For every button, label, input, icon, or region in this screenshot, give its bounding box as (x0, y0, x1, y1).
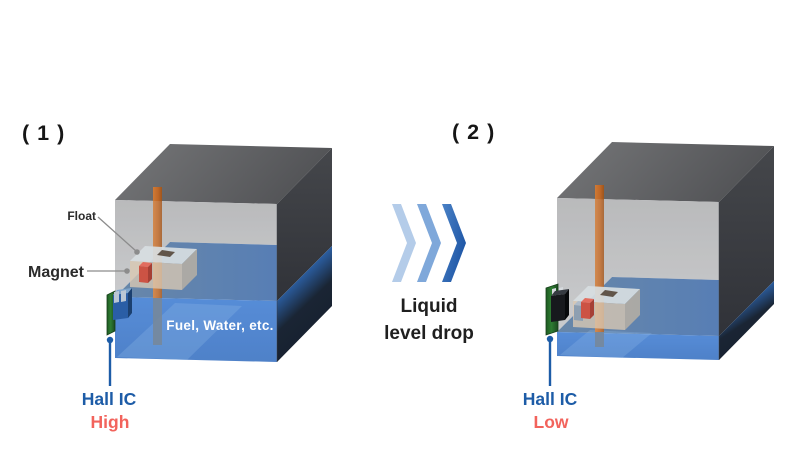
float-leader-dot (134, 249, 140, 255)
guide-rod-1-submerged (153, 298, 162, 345)
hall-ic-chip-2 (551, 294, 565, 322)
liquid-highlight-1 (117, 303, 242, 360)
chevron-1-icon (392, 204, 416, 282)
hall-ic-chip-2-side (565, 289, 569, 320)
hall-ic-sensor-2 (545, 283, 569, 336)
tank-1-right-face-liquid (277, 246, 332, 362)
float-assembly-1 (130, 246, 197, 290)
tank-2-right-face-liquid (719, 281, 774, 360)
float-assembly-2 (573, 286, 640, 330)
float-2-rod-slot (600, 290, 618, 297)
hall-ic-chip-1-side (128, 288, 132, 318)
tank-1: Fuel, Water, etc. (106, 144, 332, 362)
hall-ic-callout-2: Hall IC Low (523, 335, 578, 432)
hall-ic-callout-1: Hall IC High (82, 336, 137, 432)
liquid-label-1: Fuel, Water, etc. (166, 318, 273, 333)
transition-label-line2: level drop (384, 323, 474, 344)
float-label: Float (67, 209, 96, 223)
guide-rod-2-submerged (595, 332, 604, 347)
tank-2-top-face (557, 142, 774, 202)
tank-2-right-face (719, 146, 774, 336)
magnet-leader-dot (124, 268, 130, 274)
magnet-2-side (590, 299, 594, 319)
triple-chevron-right-icon (392, 204, 466, 282)
tank-1-top-face (115, 144, 332, 204)
hall-ic-label-1: Hall IC (82, 389, 137, 409)
hall-ic-1-leader-dot (106, 336, 114, 344)
tank-2 (545, 142, 774, 360)
float-1-rod-slot (157, 250, 175, 257)
panel-2: ( 2 ) (452, 120, 774, 432)
float-leader-line (97, 216, 137, 252)
chip-1-pin-a (114, 291, 119, 303)
magnet-1-side (148, 263, 152, 283)
hall-ic-chip-2-top (551, 289, 569, 296)
tank-1-right-face (277, 148, 332, 301)
float-callout: Float (67, 209, 140, 255)
panel-1-index: ( 1 ) (22, 121, 65, 145)
float-1-side (182, 249, 197, 290)
hall-ic-sensor-1 (106, 288, 132, 336)
chip-1-pin-b (121, 290, 126, 302)
panel-1: ( 1 ) Fuel, Water, etc. (22, 121, 332, 432)
transition-indicator: Liquid level drop (384, 204, 474, 344)
liquid-highlight-2 (560, 330, 652, 358)
state-label-high: High (91, 412, 130, 432)
magnet-label: Magnet (28, 264, 85, 281)
tank-2-glass-sheen (557, 198, 719, 360)
magnet-1-top (139, 262, 152, 267)
tank-1-glass-sheen (115, 200, 277, 362)
magnet-callout: Magnet (28, 264, 130, 281)
magnet-1 (139, 266, 148, 283)
magnet-2-holder (574, 305, 583, 321)
chevron-3-icon (442, 204, 466, 282)
chevron-2-icon (417, 204, 441, 282)
magnet-2-top (581, 298, 594, 303)
transition-label-line1: Liquid (401, 296, 458, 317)
float-2-side (625, 289, 640, 330)
state-label-low: Low (534, 412, 569, 432)
hall-ic-label-2: Hall IC (523, 389, 578, 409)
panel-2-index: ( 2 ) (452, 120, 495, 144)
hall-ic-2-leader-dot (546, 335, 554, 343)
magnet-2 (581, 302, 590, 319)
